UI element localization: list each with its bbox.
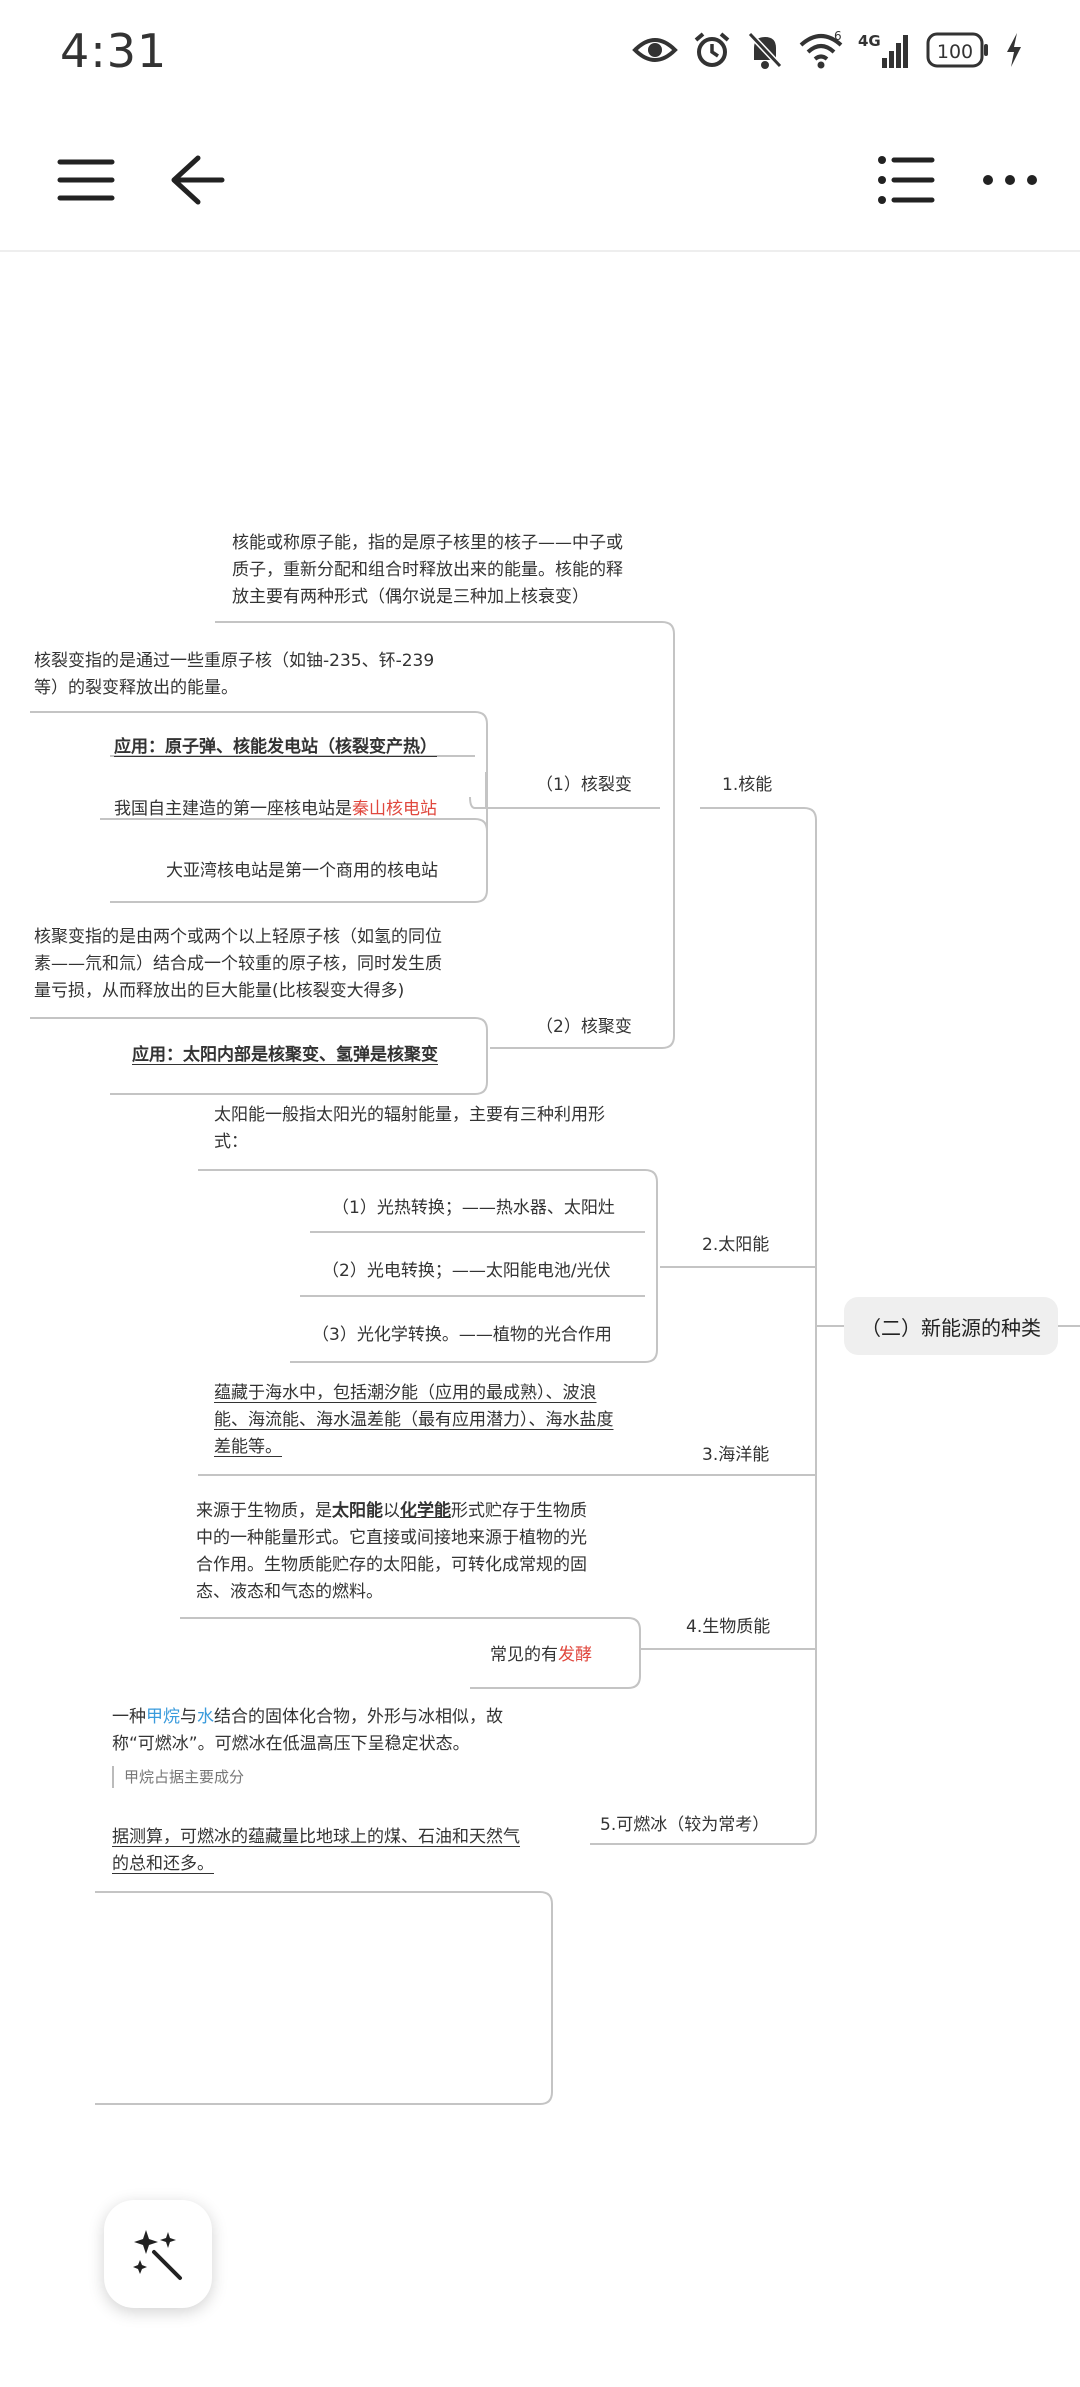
charging-bolt-icon <box>1007 33 1021 67</box>
ice-desc-1: 一种 <box>112 1707 146 1727</box>
branch-combustible-ice[interactable]: 5.可燃冰（较为常考） <box>600 1815 770 1835</box>
svg-text:100: 100 <box>937 41 973 63</box>
biomass-desc[interactable]: 来源于生物质，是太阳能以化学能形式贮存于生物质中的一种能量形式。它直接或间接地来… <box>196 1498 596 1606</box>
branch-nuclear[interactable]: 1.核能 <box>722 775 773 795</box>
more-icon[interactable] <box>980 150 1040 210</box>
mindmap-connectors <box>30 621 1080 2105</box>
solar-desc[interactable]: 太阳能一般指太阳光的辐射能量，主要有三种利用形式： <box>214 1105 605 1152</box>
solar-item-2[interactable]: （2）光电转换；——太阳能电池/光伏 <box>322 1261 611 1281</box>
biomass-desc-3: 形式贮存于生物质中的一种能量形式。它直接或间接地来源于植物的光合作用。生物质能贮… <box>196 1501 587 1602</box>
outline-list-icon[interactable] <box>876 150 936 210</box>
first-nuclear-plant[interactable]: 我国自主建造的第一座核电站是秦山核电站 <box>114 796 437 823</box>
biomass-common[interactable]: 常见的有发酵 <box>490 1642 592 1669</box>
svg-text:4G: 4G <box>858 32 881 50</box>
wifi-icon: 6 <box>799 30 843 69</box>
eye-icon <box>632 38 678 62</box>
back-arrow-icon[interactable] <box>166 150 226 210</box>
biomass-common-prefix: 常见的有 <box>490 1645 558 1665</box>
status-bar: 4:31 6 4G <box>0 0 1080 110</box>
ice-quote[interactable]: 甲烷占据主要成分 <box>112 1766 244 1788</box>
qinshan-plant: 秦山核电站 <box>352 799 437 819</box>
alarm-icon <box>694 32 730 67</box>
biomass-fermentation: 发酵 <box>558 1645 592 1665</box>
fission-application[interactable]: 应用：原子弹、核能发电站（核裂变产热） <box>114 737 437 757</box>
ice-desc-2: 与 <box>180 1707 197 1727</box>
branch-solar[interactable]: 2.太阳能 <box>702 1235 770 1255</box>
magic-wand-icon <box>133 2230 182 2280</box>
branch-biomass[interactable]: 4.生物质能 <box>686 1617 771 1637</box>
svg-text:6: 6 <box>834 30 842 43</box>
fusion-application[interactable]: 应用：太阳内部是核聚变、氢弹是核聚变 <box>132 1045 438 1065</box>
biomass-desc-1: 来源于生物质，是 <box>196 1501 332 1521</box>
mindmap-canvas[interactable]: （二）新能源的种类 1.核能 核能或称原子能，指的是原子核里的核子——中子或质子… <box>0 252 1080 2387</box>
branch-fusion[interactable]: （2）核聚变 <box>536 1017 632 1037</box>
status-time: 4:31 <box>60 24 168 78</box>
nuclear-desc[interactable]: 核能或称原子能，指的是原子核里的核子——中子或质子，重新分配和组合时释放出来的能… <box>232 533 623 607</box>
root-node[interactable]: （二）新能源的种类 <box>844 1297 1058 1355</box>
daya-bay-plant[interactable]: 大亚湾核电站是第一个商用的核电站 <box>166 861 438 881</box>
biomass-desc-2: 以 <box>383 1501 400 1521</box>
bell-muted-icon <box>747 31 783 69</box>
ai-magic-button[interactable] <box>104 2200 212 2308</box>
ocean-desc[interactable]: 蕴藏于海水中，包括潮汐能（应用的最成熟）、波浪能、海流能、海水温差能（最有应用潜… <box>214 1383 614 1457</box>
battery-icon: 100 <box>926 32 988 68</box>
app-toolbar <box>0 110 1080 252</box>
solar-item-1[interactable]: （1）光热转换；——热水器、太阳灶 <box>332 1198 615 1218</box>
fission-desc[interactable]: 核裂变指的是通过一些重原子核（如铀-235、钚-239等）的裂变释放出的能量。 <box>34 651 435 698</box>
solar-item-3[interactable]: （3）光化学转换。——植物的光合作用 <box>312 1325 612 1345</box>
fusion-desc[interactable]: 核聚变指的是由两个或两个以上轻原子核（如氢的同位素——氘和氚）结合成一个较重的原… <box>34 927 442 1001</box>
ice-desc[interactable]: 一种甲烷与水结合的固体化合物，外形与冰相似，故称“可燃冰”。可燃冰在低温高压下呈… <box>112 1704 522 1758</box>
menu-icon[interactable] <box>56 150 116 210</box>
ice-water: 水 <box>197 1707 214 1727</box>
ice-methane: 甲烷 <box>146 1707 180 1727</box>
ice-reserve[interactable]: 据测算，可燃冰的蕴藏量比地球上的煤、石油和天然气的总和还多。 <box>112 1827 520 1874</box>
biomass-solar: 太阳能 <box>332 1501 383 1521</box>
cell-signal-icon: 4G <box>858 32 908 68</box>
branch-fission[interactable]: （1）核裂变 <box>536 775 632 795</box>
first-plant-prefix: 我国自主建造的第一座核电站是 <box>114 799 352 819</box>
status-icons: 6 4G 100 <box>632 30 1024 70</box>
ice-desc-3: 结合的固体化合物，外形与冰相似，故称“可燃冰”。可燃冰在低温高压下呈稳定状态。 <box>112 1707 503 1754</box>
branch-ocean[interactable]: 3.海洋能 <box>702 1445 770 1465</box>
biomass-chem: 化学能 <box>400 1501 451 1521</box>
